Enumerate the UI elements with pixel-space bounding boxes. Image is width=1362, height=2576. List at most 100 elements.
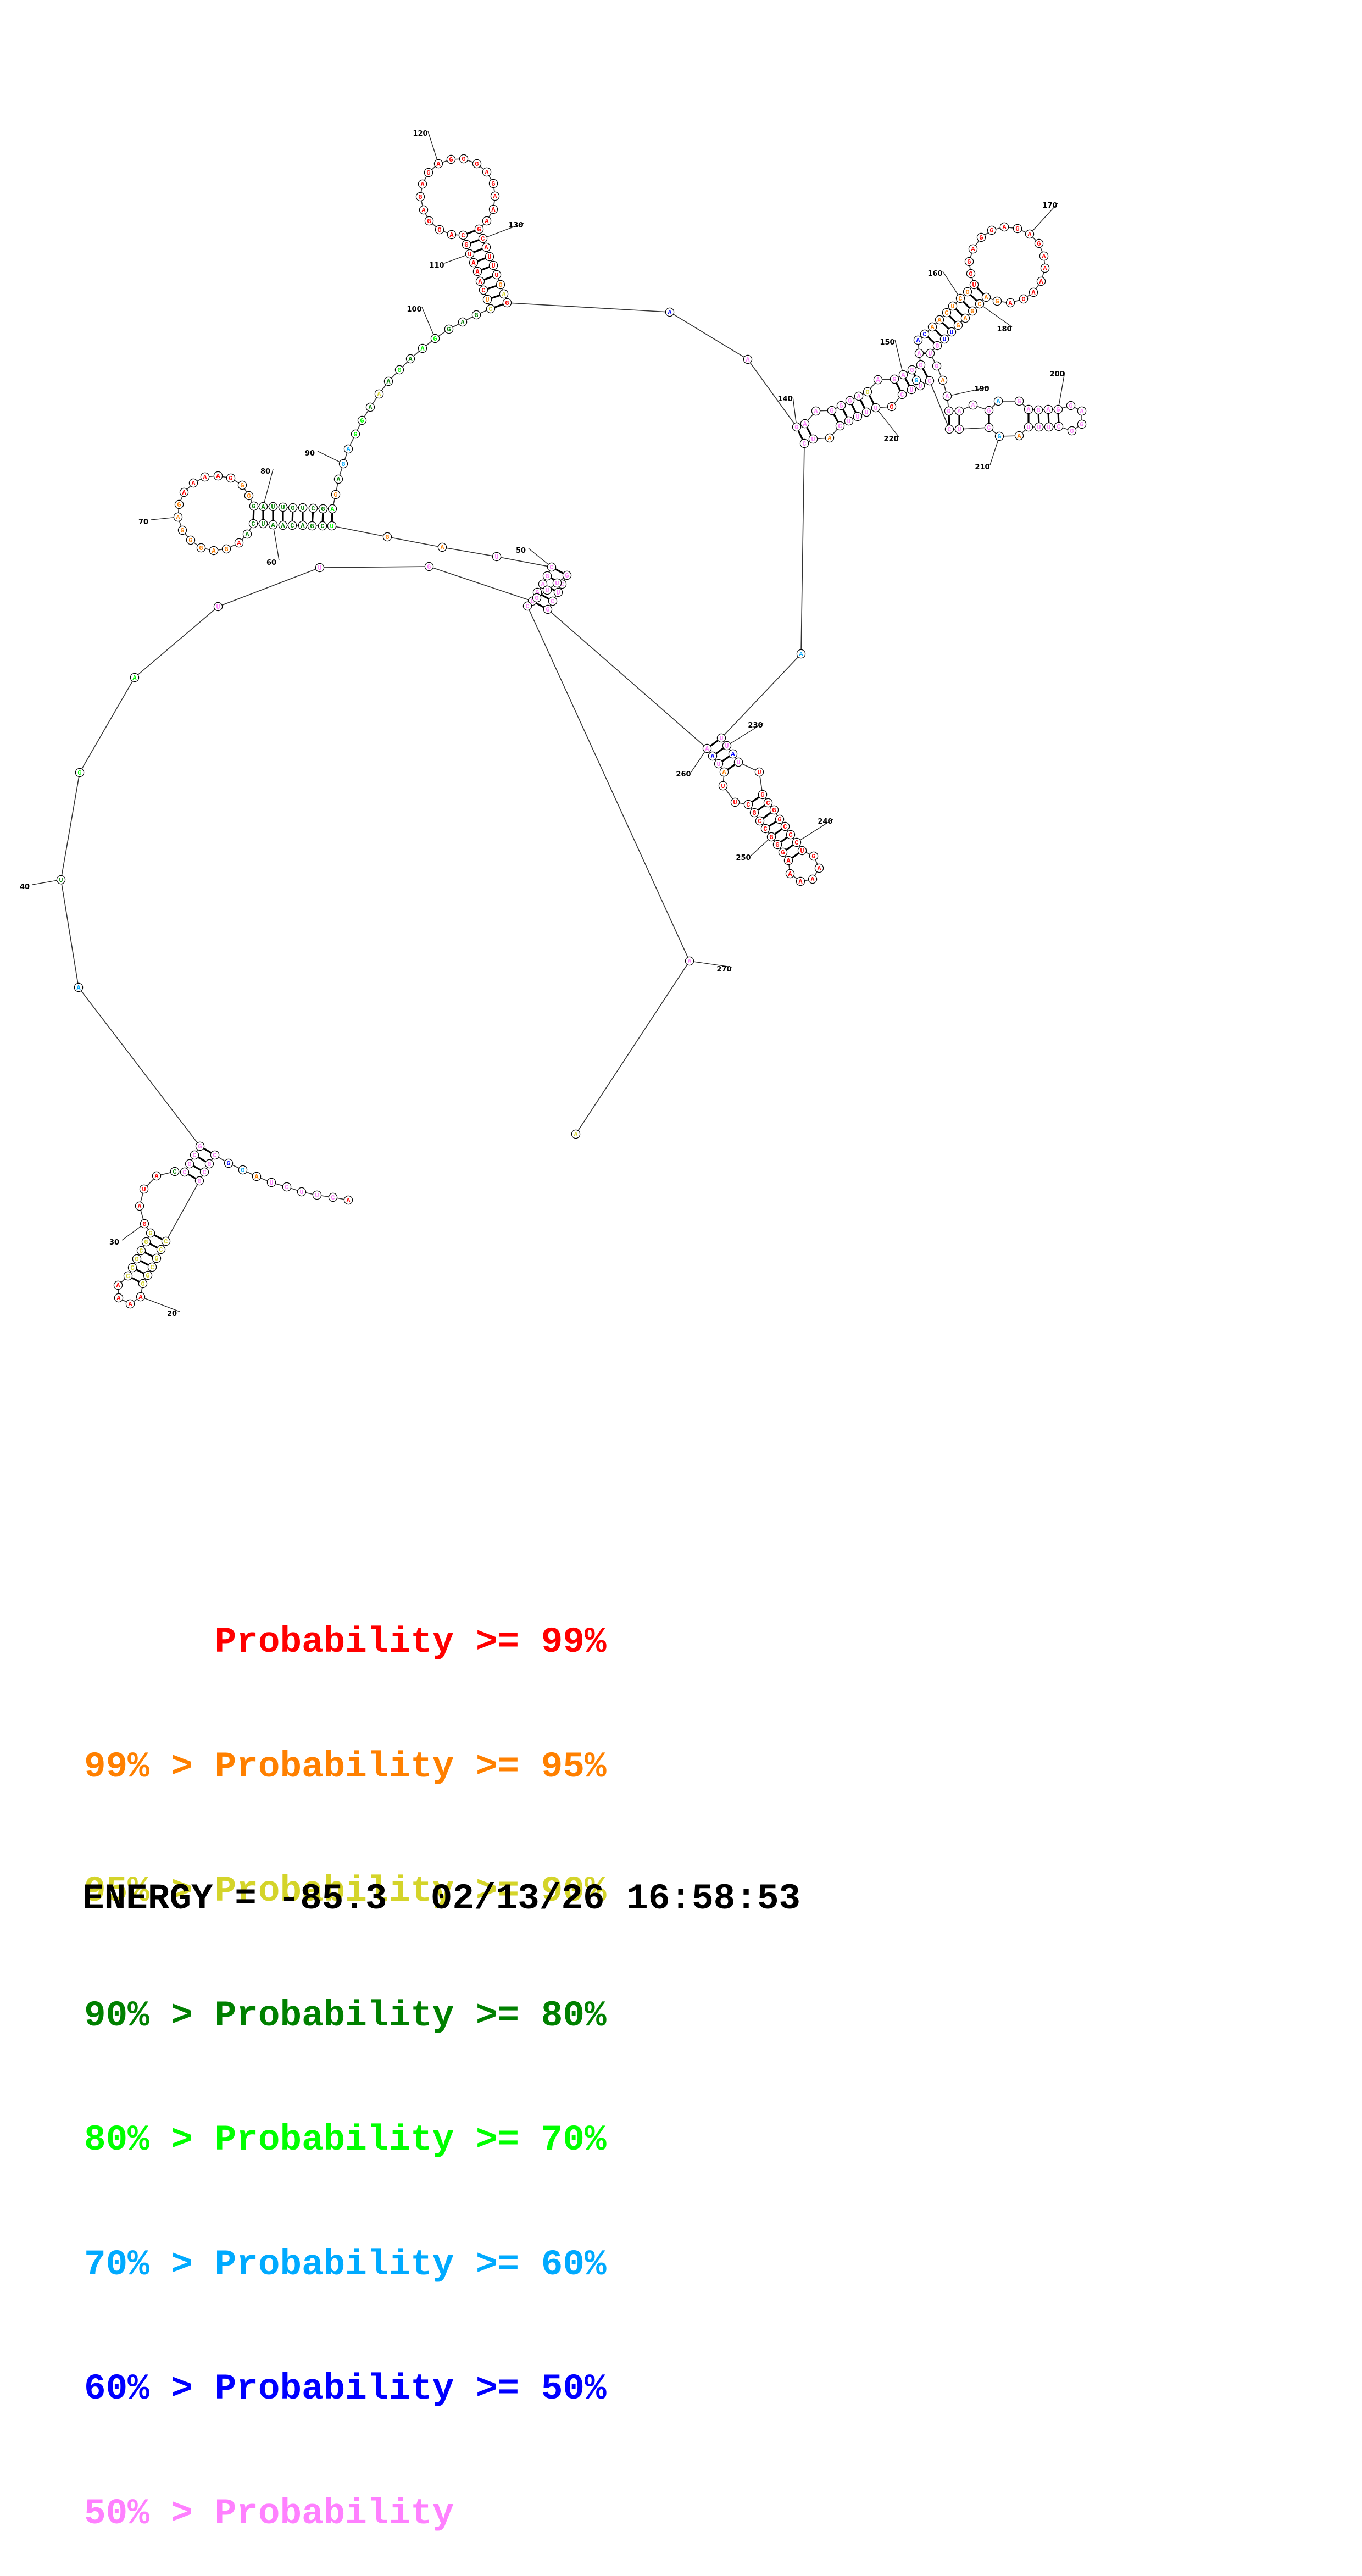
nucleotide: G [963,287,972,297]
nucleotide-letter: A [1008,299,1013,307]
label-leader-line [691,748,708,773]
nucleotide-circle [935,315,944,325]
nucleotide-circle [792,422,802,432]
nucleotide: G [238,1165,248,1175]
nucleotide: A [113,1280,123,1290]
nucleotide: C [522,601,532,611]
nucleotide-circle [968,306,977,316]
nucleotide: G [140,1219,149,1229]
nucleotide-letter: A [930,324,935,331]
nucleotide: G [766,832,776,842]
nucleotide-letter: C [788,831,792,839]
nucleotide-letter: C [783,823,787,831]
nucleotide-circle [136,1246,146,1256]
nucleotide-circle [146,1228,155,1238]
position-label: 130 [508,221,523,230]
nucleotide: G [471,310,481,320]
nucleotide-circle [758,790,768,800]
nucleotide: A [1040,263,1050,273]
nucleotide-circle [853,412,863,421]
nucleotide: G [75,768,85,778]
nucleotide-letter: A [460,319,465,326]
nucleotide-letter: A [421,207,426,214]
nucleotide: U [488,260,498,270]
nucleotide: A [173,512,183,522]
nucleotide-letter: C [159,1246,163,1254]
nucleotide-letter: G [545,573,549,580]
nucleotide-circle [351,429,360,439]
nucleotide: U [465,249,475,259]
nucleotide-letter: A [485,169,489,176]
nucleotide-letter: C [290,522,294,530]
nucleotide-circle [854,391,864,401]
nucleotide-circle [808,434,818,444]
nucleotide-letter: G [385,534,389,541]
label-leader-line [427,131,439,164]
nucleotide: U [213,602,223,612]
nucleotide-circle [1034,238,1044,248]
nucleotide-circle [975,299,985,309]
nucleotide-letter: G [427,218,431,225]
nucleotide-circle [127,1263,137,1273]
nucleotide-circle [266,1178,276,1187]
nucleotide-letter: G [1015,225,1019,233]
nucleotide: G [488,179,498,188]
nucleotide-letter: U [1037,424,1041,431]
nucleotide-letter: G [935,342,939,350]
nucleotide-circle [780,821,790,831]
nucleotide-circle [763,798,773,808]
nucleotide: C [944,424,954,434]
nucleotide-letter: G [341,460,345,468]
nucleotide: U [808,434,818,444]
nucleotide: C [486,304,496,314]
nucleotide-circle [714,759,724,769]
nucleotide-letter: U [864,409,868,417]
energy-footer: ENERGY = -85.3 02/13/26 16:58:53 [82,1878,800,1919]
nucleotide-circle [469,258,479,268]
nucleotide-circle [424,562,434,571]
nucleotide: U [947,327,957,337]
nucleotide: G [138,1279,148,1289]
nucleotide-letter: C [763,825,767,833]
nucleotide-letter: C [944,309,948,317]
nucleotide-circle [114,1293,124,1303]
nucleotide-letter: A [336,476,341,484]
nucleotide-letter: G [892,376,896,384]
nucleotide: A [252,1172,262,1181]
nucleotide-circle [278,502,288,512]
nucleotide-letter: G [475,160,479,168]
nucleotide: U [312,1190,322,1200]
nucleotide: A [213,471,223,481]
nucleotide-circle [754,767,764,777]
nucleotide-letter: G [449,156,453,164]
nucleotide-circle [968,400,978,410]
nucleotide-circle [465,249,475,259]
nucleotide-circle [1044,422,1054,432]
nucleotide: G [1014,396,1024,406]
nucleotide: G [1013,224,1022,234]
nucleotide-letter: A [803,420,807,428]
nucleotide-circle [799,438,809,448]
nucleotide-letter: A [810,876,815,884]
nucleotide-letter: A [788,870,792,878]
nucleotide: U [542,585,552,595]
nucleotide-letter: A [281,522,285,530]
nucleotide: A [125,1299,135,1309]
nucleotide-letter: A [814,408,818,415]
nucleotide-letter: A [203,474,207,481]
nucleotide: U [853,412,863,421]
nucleotide: G [769,805,779,815]
nucleotide-letter: A [1042,253,1046,260]
nucleotide-letter: C [126,1273,130,1280]
nucleotide-circle [947,327,957,337]
position-label: 80 [260,468,270,476]
position-label: 90 [305,449,315,458]
nucleotide-circle [312,1190,322,1200]
nucleotide-circle [331,490,341,499]
nucleotide-letter: G [474,312,478,319]
nucleotide-circle [437,542,447,552]
nucleotide: U [907,385,916,395]
nucleotide-letter: A [137,1203,142,1211]
nucleotide-letter: U [928,350,932,358]
nucleotide-circle [939,334,949,344]
